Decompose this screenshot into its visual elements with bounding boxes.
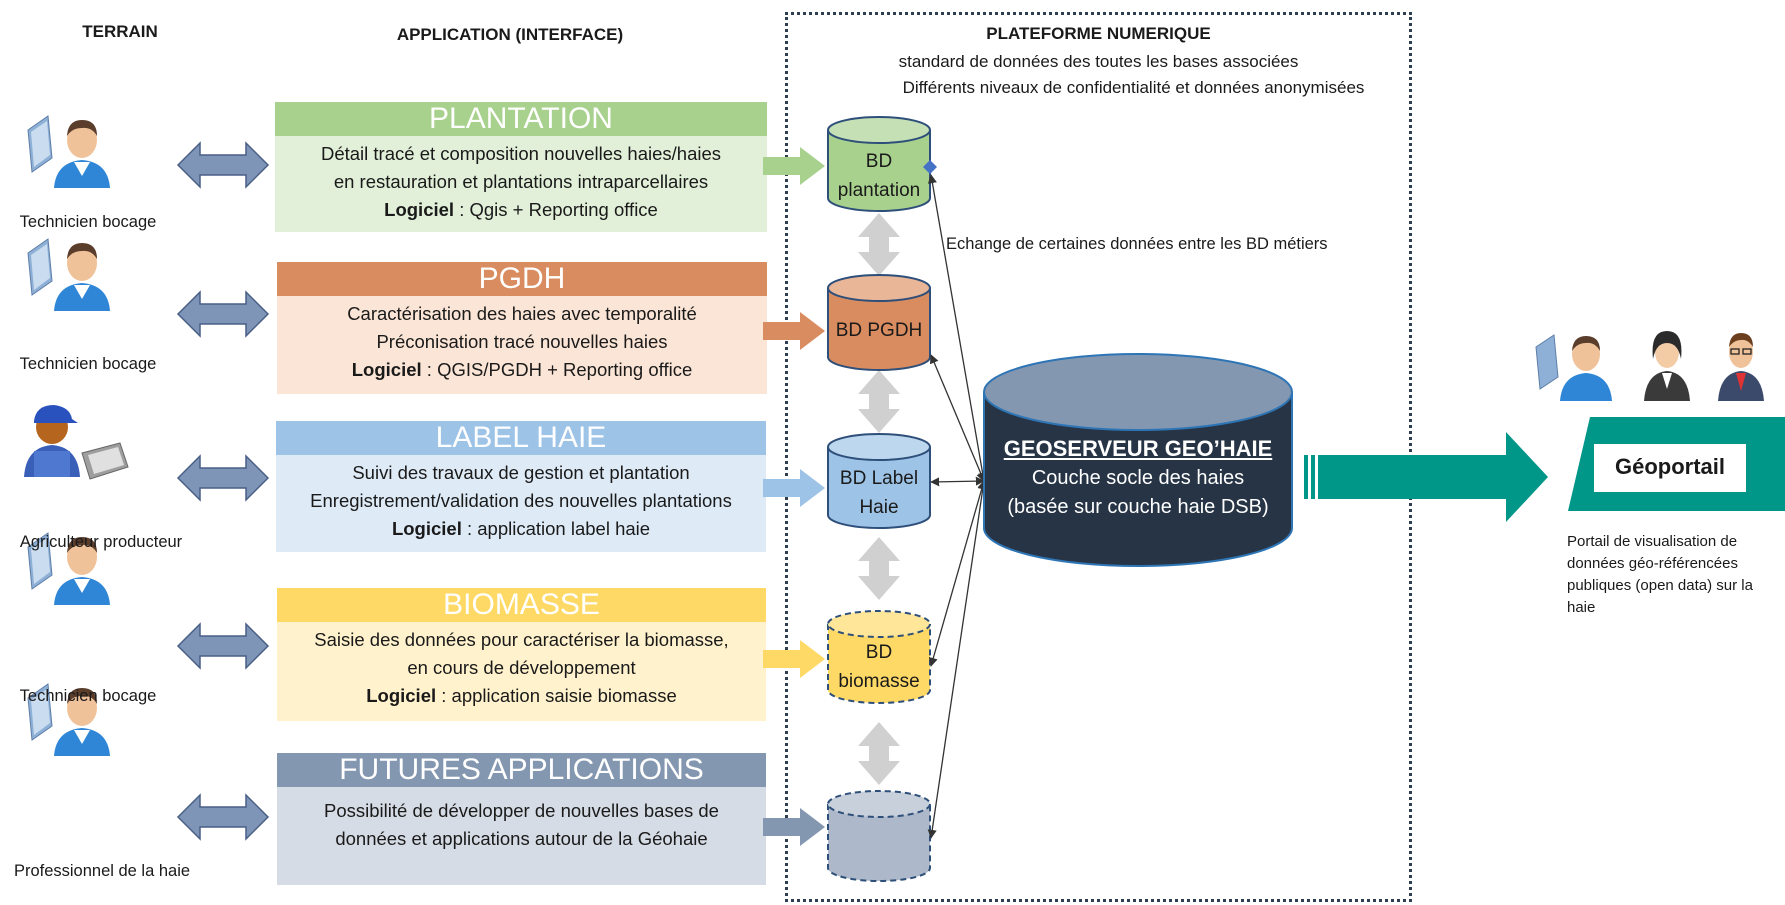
actor-label-2: Technicien bocage <box>19 355 157 373</box>
db-biomasse-cylinder <box>827 610 931 704</box>
vertical-arrow-3 <box>858 537 900 600</box>
actor-label-5: Professionnel de la haie <box>13 862 191 880</box>
app-plantation-software-label: Logiciel <box>384 199 455 220</box>
app-futures-line2: données et applications autour de la Géo… <box>335 828 708 849</box>
arrow-biomasse-to-db <box>763 640 825 678</box>
app-pgdh: PGDH Caractérisation des haies avec temp… <box>277 262 767 394</box>
app-futures-title: FUTURES APPLICATIONS <box>277 753 766 787</box>
app-label-haie-line2: Enregistrement/validation des nouvelles … <box>310 490 732 511</box>
exchange-note: Echange de certaines données entre les B… <box>946 235 1328 253</box>
vertical-arrow-1 <box>858 213 900 276</box>
geoserver-line2: (basée sur couche haie DSB) <box>1007 496 1269 518</box>
platform-subtitle-1: standard de données des toutes les bases… <box>898 52 1299 71</box>
app-biomasse-software-label: Logiciel <box>366 685 437 706</box>
actor-label-3: Agriculteur producteur <box>19 533 183 551</box>
geoserver-cylinder <box>983 353 1293 567</box>
arrow-label-to-db <box>763 469 825 507</box>
app-label-haie: LABEL HAIE Suivi des travaux de gestion … <box>276 421 766 552</box>
app-biomasse: BIOMASSE Saisie des données pour caracté… <box>277 588 766 721</box>
app-biomasse-line1: Saisie des données pour caractériser la … <box>314 629 729 650</box>
db-pgdh-label: BD PGDH <box>828 316 930 345</box>
app-futures: FUTURES APPLICATIONS Possibilité de déve… <box>277 753 766 885</box>
geoportail-label-box <box>1594 444 1746 492</box>
application-header: APPLICATION (INTERFACE) <box>396 25 624 44</box>
app-plantation-line1: Détail tracé et composition nouvelles ha… <box>320 143 722 164</box>
app-pgdh-title: PGDH <box>277 262 767 296</box>
db-label-haie-line2: Haie <box>859 497 899 518</box>
geoserver-line1: Couche socle des haies <box>1031 467 1245 489</box>
app-pgdh-body: Caractérisation des haies avec temporali… <box>277 296 767 394</box>
db-pgdh-line1: BD PGDH <box>835 320 923 341</box>
app-pgdh-software: : QGIS/PGDH + Reporting office <box>421 359 693 380</box>
geoportail-description-line4: haie <box>1567 599 1596 616</box>
db-geoserver-connectors <box>927 174 988 839</box>
arrow-plantation-to-db <box>763 147 825 185</box>
geoportail-description-line3: publiques (open data) sur la <box>1567 577 1753 594</box>
app-label-haie-body: Suivi des travaux de gestion et plantati… <box>276 455 766 552</box>
geoportail-description-line2: données géo-référencées <box>1567 555 1738 572</box>
actor-3-farmer-icon <box>24 405 129 480</box>
geoportail-label[interactable]: Géoportail <box>1614 454 1725 479</box>
app-label-haie-software: : application label haie <box>461 518 651 539</box>
db-label-haie-label: BD Label Haie <box>828 464 930 522</box>
geoportail-description: Portail de visualisation de données géo-… <box>1567 531 1777 619</box>
geoportail-description-line1: Portail de visualisation de <box>1567 533 1738 550</box>
db-pgdh-cylinder <box>827 274 931 371</box>
db-biomasse-label: BD biomasse <box>828 638 930 696</box>
db-label-haie-cylinder <box>827 433 931 529</box>
connector-biomasse <box>928 480 987 667</box>
arrow-futures-to-db <box>763 808 825 846</box>
app-plantation-body: Détail tracé et composition nouvelles ha… <box>275 136 767 232</box>
app-label-haie-software-label: Logiciel <box>391 518 462 539</box>
connector-diamond <box>923 160 937 174</box>
db-future-cylinder <box>827 790 931 882</box>
actor-label-1: Technicien bocage <box>19 213 157 231</box>
app-biomasse-line2: en cours de développement <box>407 657 636 678</box>
vertical-arrows <box>858 213 900 785</box>
db-plantation-label: BD plantation <box>828 147 930 205</box>
vertical-arrow-2 <box>858 370 900 433</box>
app-plantation-title: PLANTATION <box>275 102 767 136</box>
db-plantation-line1: BD <box>865 151 893 172</box>
app-pgdh-line1: Caractérisation des haies avec temporali… <box>347 303 697 324</box>
app-biomasse-title: BIOMASSE <box>277 588 766 622</box>
app-futures-line1: Possibilité de développer de nouvelles b… <box>324 800 719 821</box>
connector-future <box>927 480 988 839</box>
app-pgdh-line2: Préconisation tracé nouvelles haies <box>376 331 668 352</box>
geoportail-users-icon <box>1535 331 1764 401</box>
big-arrow-to-geoportail <box>1304 432 1548 522</box>
actor-label-4: Technicien bocage <box>19 687 157 705</box>
arrow-pgdh-to-db <box>763 312 825 350</box>
app-biomasse-body: Saisie des données pour caractériser la … <box>277 622 766 721</box>
actors-icons <box>24 115 129 757</box>
connector-pgdh <box>929 354 986 482</box>
db-plantation-line2: plantation <box>837 180 921 201</box>
geoserver-title: GEOSERVEUR GEO’HAIE <box>1003 436 1273 461</box>
vertical-arrow-4 <box>858 722 900 785</box>
terrain-header: TERRAIN <box>82 22 158 41</box>
app-futures-body: Possibilité de développer de nouvelles b… <box>277 787 766 885</box>
db-plantation-cylinder <box>827 116 931 212</box>
app-plantation-software: : Qgis + Reporting office <box>454 199 658 220</box>
db-biomasse-line1: BD <box>865 642 893 663</box>
app-plantation: PLANTATION Détail tracé et composition n… <box>275 102 767 232</box>
platform-subtitle-2: Différents niveaux de confidentialité et… <box>902 78 1365 97</box>
app-label-haie-line1: Suivi des travaux de gestion et plantati… <box>352 462 690 483</box>
connector-label <box>930 476 985 487</box>
db-label-haie-line1: BD Label <box>839 468 919 489</box>
connector-plantation <box>927 174 988 482</box>
app-pgdh-software-label: Logiciel <box>351 359 422 380</box>
platform-title: PLATEFORME NUMERIQUE <box>986 24 1211 43</box>
app-label-haie-title: LABEL HAIE <box>276 421 766 455</box>
app-plantation-line2: en restauration et plantations intraparc… <box>333 171 709 192</box>
app-biomasse-software: : application saisie biomasse <box>436 685 677 706</box>
geoserver-text: GEOSERVEUR GEO’HAIE Couche socle des hai… <box>984 434 1292 522</box>
db-biomasse-line2: biomasse <box>838 671 920 692</box>
